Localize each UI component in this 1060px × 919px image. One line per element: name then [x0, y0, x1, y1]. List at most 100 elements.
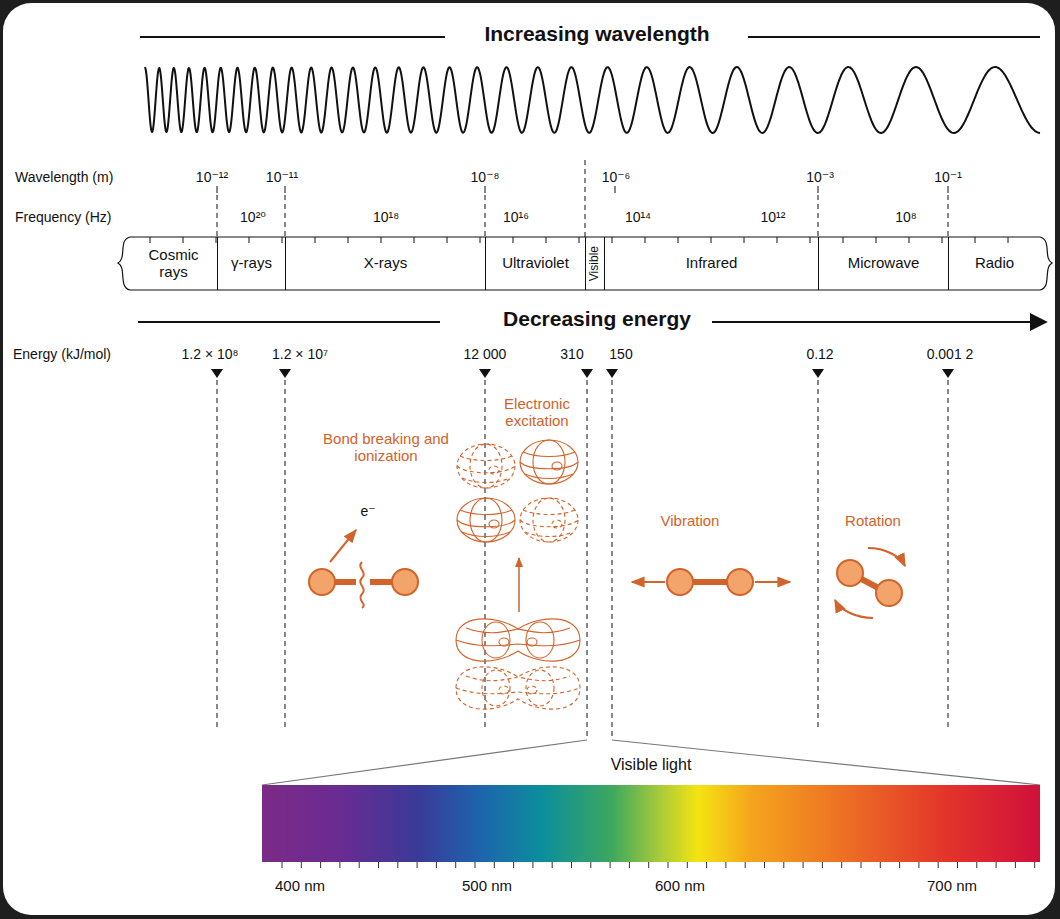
illustration-part	[727, 569, 753, 595]
illustration-part	[217, 195, 218, 237]
wavelength-value: 10⁻⁶	[602, 169, 631, 185]
illustration-part	[360, 562, 363, 608]
illustration-part	[249, 237, 250, 243]
illustration-part	[948, 195, 949, 237]
illustration-part	[282, 862, 283, 868]
illustration-part	[456, 619, 580, 661]
frequency-value: 10²⁰	[240, 209, 266, 225]
illustration-part	[764, 862, 765, 868]
illustration-part	[612, 380, 613, 740]
illustration-part	[1015, 862, 1016, 868]
illustration-part	[1034, 862, 1035, 868]
illustration-part	[918, 862, 919, 868]
frequency-value: 10¹⁸	[373, 209, 399, 225]
axis-name: Energy (kJ/mol)	[13, 346, 111, 362]
illustration-part	[475, 862, 476, 868]
band-cell: Visible	[585, 237, 604, 290]
wavelength-tick: 500 nm	[462, 877, 512, 894]
illustration-part	[285, 380, 286, 730]
illustration-part	[822, 862, 823, 868]
illustration-part	[648, 862, 649, 868]
illustration-part	[520, 440, 578, 484]
illustration-part	[150, 237, 151, 243]
illustration-part	[948, 380, 949, 730]
energy-value: 1.2 × 10⁸	[182, 346, 239, 362]
illustration-part	[455, 862, 456, 868]
wavelength-value: 10⁻¹²	[196, 169, 228, 185]
illustration-part	[996, 862, 997, 868]
illustration-part	[645, 237, 646, 243]
frequency-value: 10¹²	[761, 209, 786, 225]
wavelength-tick: 600 nm	[655, 877, 705, 894]
illustration-part	[942, 369, 954, 378]
illustration-part	[520, 498, 578, 542]
illustration-part	[378, 862, 379, 868]
illustration-part	[942, 237, 943, 243]
illustration-part	[436, 862, 437, 868]
band-name: Microwave	[848, 255, 920, 272]
process-label: Bond breaking and ionization	[320, 430, 452, 465]
illustration-part	[118, 237, 1052, 290]
illustration-part	[581, 369, 593, 378]
illustration-part	[480, 237, 481, 243]
illustration-part	[494, 862, 495, 868]
band-name: Ultraviolet	[502, 255, 569, 272]
illustration-part	[880, 862, 881, 868]
illustration-part	[140, 36, 445, 38]
wavelength-value: 10⁻³	[806, 169, 834, 185]
band-cell: Ultraviolet	[485, 237, 585, 290]
illustration-part	[1008, 237, 1009, 243]
energy-value: 150	[609, 346, 632, 362]
illustration-part	[629, 862, 630, 868]
illustration-part	[687, 862, 688, 868]
illustration-part	[285, 186, 286, 193]
energy-value: 0.12	[806, 346, 833, 362]
illustration-part	[706, 862, 707, 868]
illustration-part	[217, 186, 948, 193]
illustration-part	[976, 862, 977, 868]
illustration-part	[810, 237, 811, 243]
illustration-part	[632, 569, 790, 595]
band-cell: Infrared	[604, 237, 818, 290]
illustration-part	[479, 369, 491, 378]
wavelength-value: 10⁻¹	[934, 169, 962, 185]
illustration-part	[217, 380, 948, 740]
illustration-part	[777, 237, 778, 243]
illustration-part	[612, 237, 613, 243]
illustration-part	[975, 237, 976, 243]
illustration-part	[262, 785, 1040, 862]
illustration-part	[320, 862, 321, 868]
illustration-part	[315, 237, 316, 243]
wavelength-tick: 400 nm	[275, 877, 325, 894]
illustration-part	[370, 579, 392, 585]
band-cell: X-rays	[285, 237, 485, 290]
axis-name: Frequency (Hz)	[15, 209, 111, 225]
illustration-part	[285, 195, 286, 237]
illustration-part	[217, 380, 218, 730]
illustration-part	[876, 237, 877, 243]
illustration-part	[711, 237, 712, 243]
illustration-part	[457, 498, 515, 542]
band-name: γ-rays	[231, 255, 272, 272]
wavelength-value: 10⁻⁸	[471, 169, 500, 185]
electron-label: e⁻	[360, 503, 375, 519]
illustration-part	[876, 580, 902, 606]
illustration-part	[744, 237, 745, 243]
illustration-part	[812, 369, 824, 378]
illustration-part	[282, 862, 1035, 868]
illustration-part	[348, 237, 349, 243]
frequency-value: 10¹⁶	[503, 209, 529, 225]
illustration-part	[118, 237, 130, 290]
illustration-part	[948, 186, 949, 193]
illustration-part	[335, 579, 356, 585]
axis-name: Wavelength (m)	[15, 169, 113, 185]
illustration-part	[615, 186, 616, 193]
illustration-part	[837, 560, 863, 586]
energy-value: 0.001 2	[927, 346, 974, 362]
process-label: Rotation	[843, 512, 903, 529]
band-name: Cosmic rays	[143, 247, 205, 280]
illustration-part	[217, 186, 218, 193]
illustration-part	[585, 160, 586, 237]
